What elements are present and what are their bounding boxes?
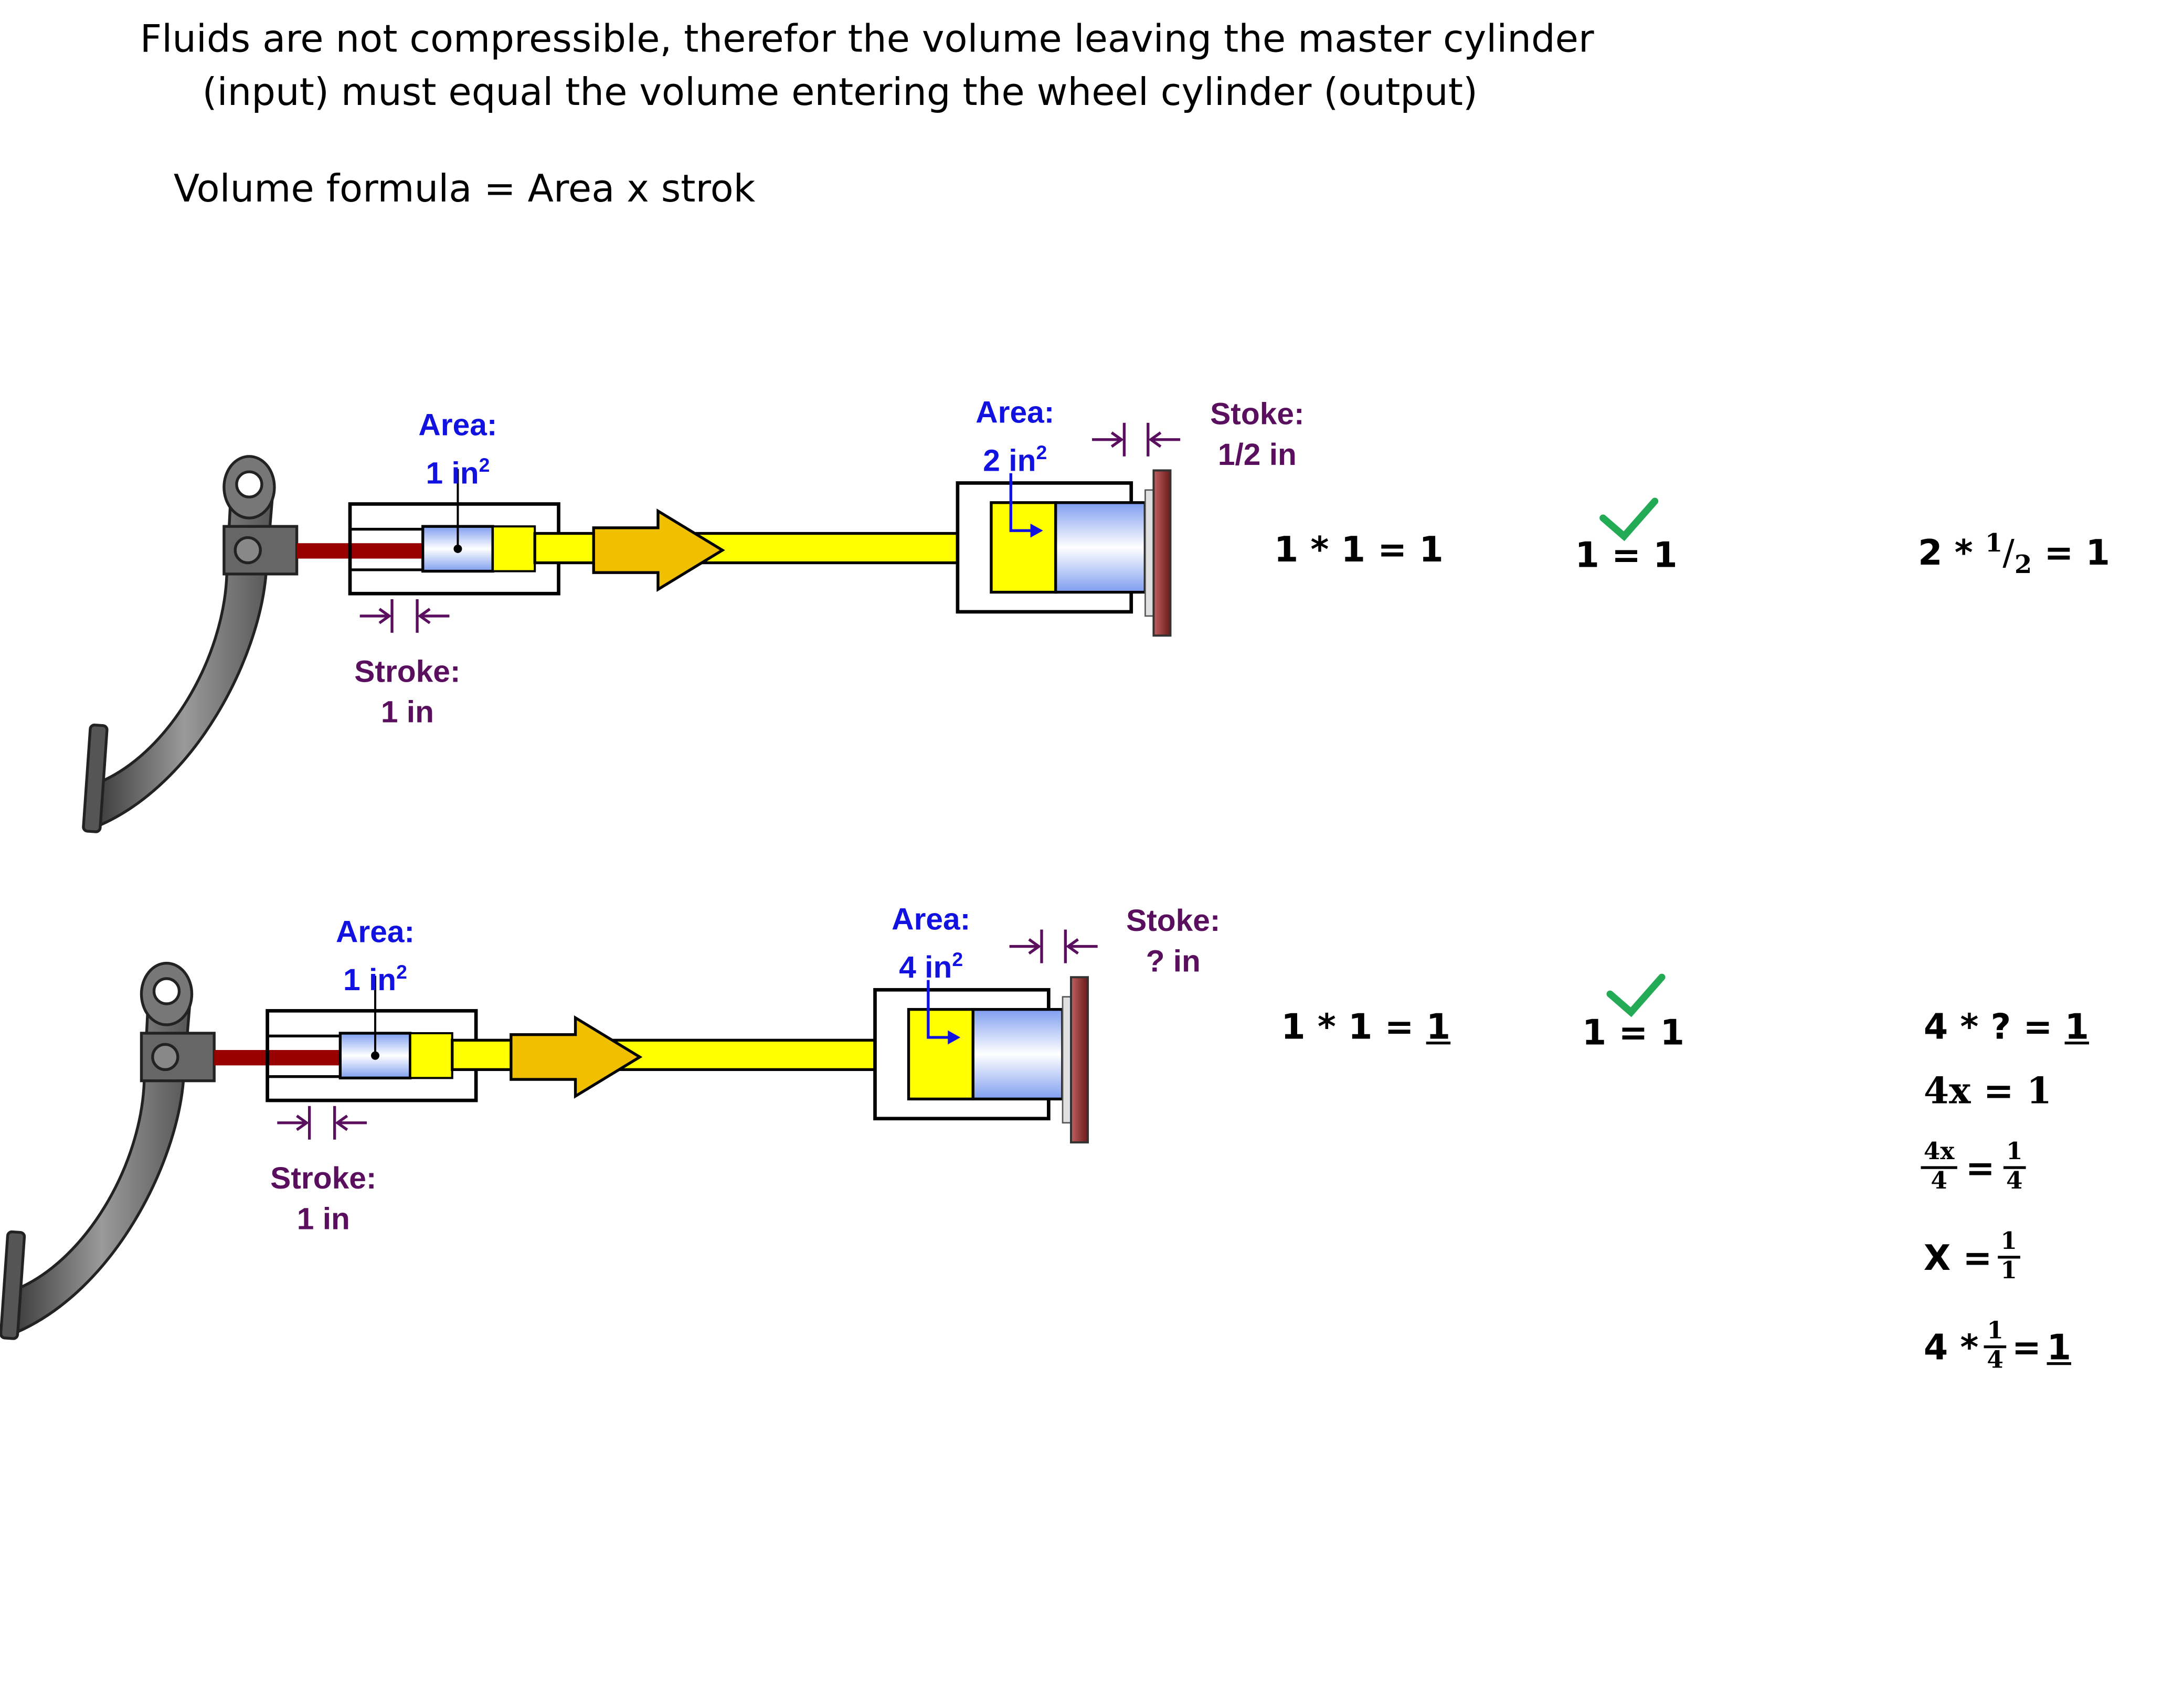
solve-step-1: 4 * ? = 1	[1923, 1006, 2090, 1047]
checkmark-icon	[1599, 497, 1659, 542]
d1-master-stroke-label: Stroke: 1 in	[354, 653, 461, 730]
d1-input-equation: 1 * 1 = 1	[1274, 529, 1444, 570]
d2-wheel-stroke-label: Stoke: ? in	[1126, 903, 1221, 979]
d2-master-stroke-label: Stroke: 1 in	[270, 1160, 377, 1236]
checkmark-icon	[1606, 973, 1666, 1017]
d2-input-equation: 1 * 1 = 1	[1281, 1006, 1451, 1047]
intro-line-1: Fluids are not compressible, therefor th…	[140, 18, 1594, 62]
d2-balance-equation: 1 = 1	[1582, 1012, 1685, 1053]
volume-formula: Volume formula = Area x strok	[173, 168, 756, 211]
assembly-1	[83, 423, 1180, 832]
d2-wheel-area-label: Area: 4 in2	[892, 901, 971, 985]
d1-output-equation: 2 * 1/2 = 1	[1918, 529, 2111, 580]
d1-balance-equation: 1 = 1	[1575, 535, 1678, 576]
assembly-2	[1, 930, 1098, 1339]
d1-master-area-label: Area: 1 in2	[418, 407, 497, 491]
d1-wheel-stroke-label: Stoke: 1/2 in	[1210, 396, 1305, 472]
solve-step-2: 4x = 1	[1923, 1071, 2052, 1113]
intro-line-2: (input) must equal the volume entering t…	[202, 71, 1478, 115]
d1-wheel-area-label: Area: 2 in2	[976, 395, 1055, 478]
d2-master-area-label: Area: 1 in2	[335, 914, 415, 998]
